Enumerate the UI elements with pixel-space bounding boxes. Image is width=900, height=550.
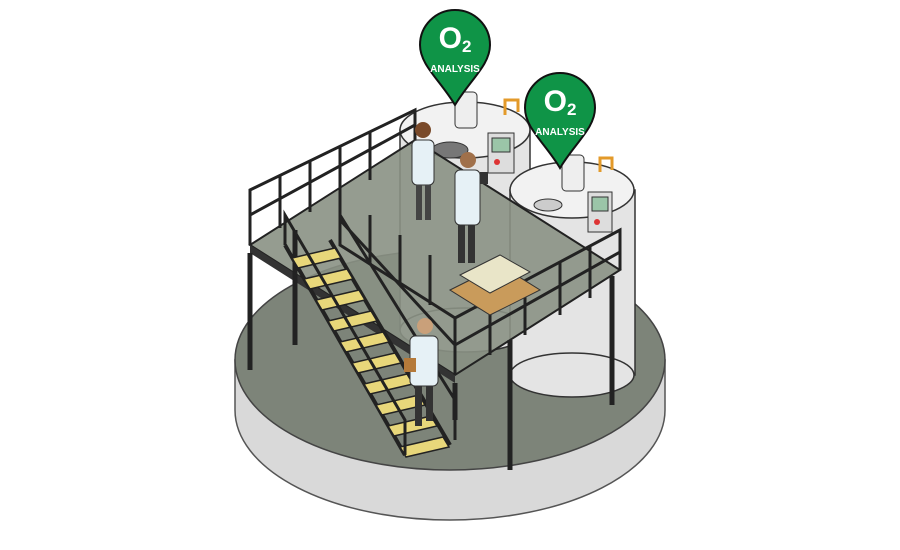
scientist-man-tablet bbox=[454, 152, 488, 263]
formula: O bbox=[543, 85, 567, 118]
o2-pin-1-text: O2 ANALYSIS bbox=[420, 24, 490, 76]
o2-formula: O2 bbox=[525, 87, 595, 125]
subscript: 2 bbox=[566, 100, 577, 119]
o2-pin-marker-2 bbox=[523, 72, 597, 170]
formula: O bbox=[438, 22, 462, 55]
o2-formula: O2 bbox=[420, 24, 490, 62]
subscript: 2 bbox=[461, 37, 472, 56]
scientist-woman bbox=[411, 122, 435, 220]
staircase bbox=[283, 209, 457, 458]
o2-pin-2-text: O2 ANALYSIS bbox=[525, 87, 595, 139]
o2-pin-marker-1 bbox=[418, 9, 492, 107]
pallet-with-sacks bbox=[448, 254, 542, 316]
pin-label: ANALYSIS bbox=[430, 64, 480, 75]
scientist-on-stairs bbox=[404, 318, 439, 426]
pin-label: ANALYSIS bbox=[535, 127, 585, 138]
